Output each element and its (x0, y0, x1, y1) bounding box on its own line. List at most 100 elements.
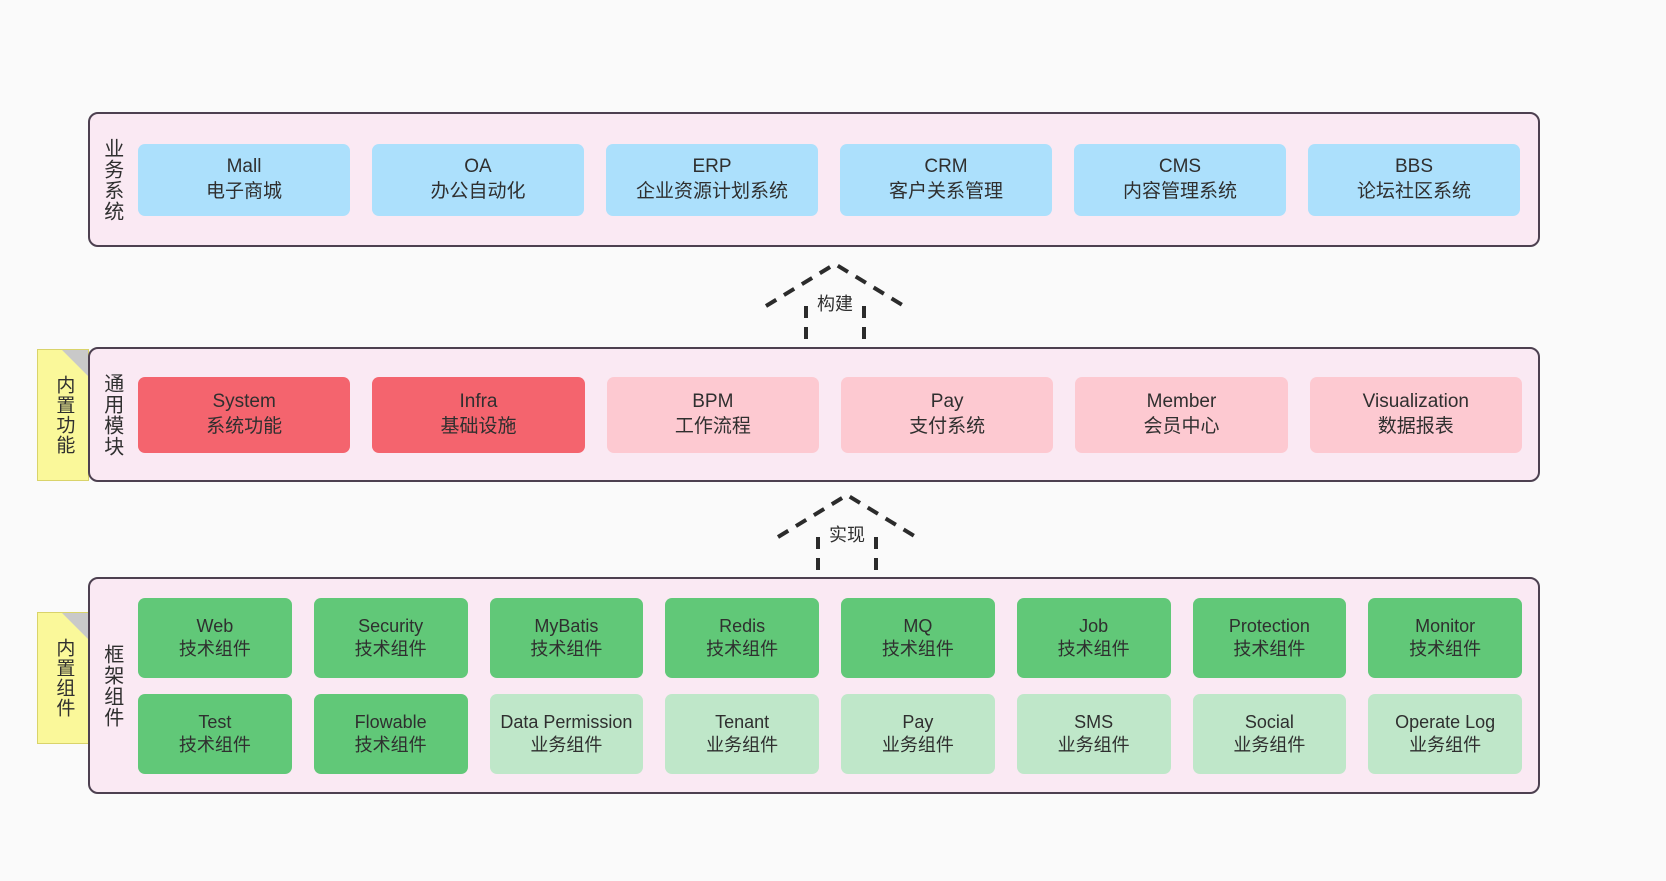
node-subtitle: 数据报表 (1377, 415, 1454, 437)
node-subtitle: 论坛社区系统 (1356, 180, 1471, 202)
generalization-arrowhead (764, 261, 906, 308)
node-title: BBS (1394, 156, 1434, 178)
connector-build: 构建 (760, 258, 910, 356)
node-subtitle: 支付系统 (909, 415, 986, 437)
node-visualization[interactable]: Visualization 数据报表 (1309, 376, 1522, 453)
node-subtitle: 基础设施 (440, 415, 517, 437)
node-test[interactable]: Test 技术组件 (138, 693, 292, 774)
node-subtitle: 业务组件 (1233, 734, 1306, 755)
node-member[interactable]: Member 会员中心 (1075, 376, 1288, 453)
node-title: System (212, 391, 276, 413)
node-mall[interactable]: Mall 电子商城 (138, 143, 350, 216)
node-subtitle: 业务组件 (881, 734, 954, 755)
node-data-permission[interactable]: Data Permission 业务组件 (489, 693, 644, 774)
node-protection[interactable]: Protection 技术组件 (1192, 597, 1347, 678)
node-subtitle: 技术组件 (1233, 638, 1306, 659)
node-erp[interactable]: ERP 企业资源计划系统 (606, 143, 818, 216)
node-title: Tenant (715, 711, 770, 732)
node-subtitle: 技术组件 (1409, 638, 1482, 659)
node-pay-component[interactable]: Pay 业务组件 (841, 693, 995, 774)
node-subtitle: 技术组件 (881, 638, 954, 659)
node-crm[interactable]: CRM 客户关系管理 (840, 143, 1052, 216)
layer-row: Mall 电子商城 OA 办公自动化 ERP 企业资源计划系统 CRM 客户关系… (138, 143, 1520, 216)
note-fold-corner-icon (62, 350, 88, 376)
layer-row: System 系统功能 Infra 基础设施 BPM 工作流程 Pay 支付系统… (138, 376, 1522, 453)
node-subtitle: 办公自动化 (430, 180, 526, 202)
layer-body-framework-component: Web 技术组件 Security 技术组件 MyBatis 技术组件 Redi… (132, 579, 1538, 792)
node-title: Social (1244, 711, 1294, 732)
layer-title-business-system: 业务系统 (100, 137, 123, 222)
node-title: Operate Log (1395, 711, 1496, 732)
node-subtitle: 技术组件 (354, 638, 427, 659)
node-subtitle: 系统功能 (206, 415, 283, 437)
layer-row: Test 技术组件 Flowable 技术组件 Data Permission … (138, 693, 1522, 774)
node-title: Data Permission (500, 711, 633, 732)
node-title: Member (1146, 391, 1217, 413)
node-subtitle: 业务组件 (1057, 734, 1130, 755)
node-title: SMS (1074, 711, 1114, 732)
node-subtitle: 会员中心 (1143, 415, 1220, 437)
node-redis[interactable]: Redis 技术组件 (665, 597, 819, 678)
note-label: 内置功能 (53, 375, 75, 455)
layer-body-business-system: Mall 电子商城 OA 办公自动化 ERP 企业资源计划系统 CRM 客户关系… (132, 114, 1538, 245)
node-security[interactable]: Security 技术组件 (313, 597, 468, 678)
connector-label-implement: 实现 (829, 525, 865, 545)
node-title: Pay (902, 711, 934, 732)
node-tenant[interactable]: Tenant 业务组件 (665, 693, 819, 774)
node-sms[interactable]: SMS 业务组件 (1016, 693, 1171, 774)
node-infra[interactable]: Infra 基础设施 (372, 376, 585, 453)
node-mq[interactable]: MQ 技术组件 (841, 597, 995, 678)
node-web[interactable]: Web 技术组件 (138, 597, 292, 678)
node-oa[interactable]: OA 办公自动化 (372, 143, 584, 216)
node-title: Visualization (1362, 391, 1469, 413)
node-pay[interactable]: Pay 支付系统 (840, 376, 1054, 453)
node-operate-log[interactable]: Operate Log 业务组件 (1368, 693, 1522, 774)
node-mybatis[interactable]: MyBatis 技术组件 (489, 597, 644, 678)
node-cms[interactable]: CMS 内容管理系统 (1074, 143, 1286, 216)
connector-implement: 实现 (772, 489, 922, 587)
node-subtitle: 内容管理系统 (1122, 180, 1237, 202)
node-subtitle: 技术组件 (178, 734, 251, 755)
layer-body-common-module: System 系统功能 Infra 基础设施 BPM 工作流程 Pay 支付系统… (132, 349, 1538, 480)
node-subtitle: 技术组件 (530, 638, 603, 659)
node-subtitle: 技术组件 (178, 638, 251, 659)
note-builtin-function: 内置功能 (37, 349, 89, 481)
node-title: Web (196, 615, 234, 636)
node-title: Protection (1228, 615, 1310, 636)
node-bbs[interactable]: BBS 论坛社区系统 (1308, 143, 1520, 216)
note-builtin-component: 内置组件 (37, 612, 89, 744)
node-title: MQ (903, 615, 933, 636)
node-title: ERP (692, 156, 732, 178)
node-subtitle: 客户关系管理 (888, 180, 1003, 202)
layer-framework-component: 框架组件 Web 技术组件 Security 技术组件 MyBatis 技术组件… (88, 577, 1540, 794)
node-subtitle: 技术组件 (354, 734, 427, 755)
layer-common-module: 通用模块 System 系统功能 Infra 基础设施 BPM 工作流程 Pay… (88, 347, 1540, 482)
node-social[interactable]: Social 业务组件 (1192, 693, 1347, 774)
node-subtitle: 工作流程 (674, 415, 751, 437)
node-title: Mall (226, 156, 262, 178)
node-system[interactable]: System 系统功能 (138, 376, 351, 453)
layer-business-system: 业务系统 Mall 电子商城 OA 办公自动化 ERP 企业资源计划系统 CRM… (88, 112, 1540, 247)
node-title: Infra (459, 391, 498, 413)
node-title: OA (464, 156, 492, 178)
generalization-arrowhead (776, 492, 918, 539)
node-title: Job (1079, 615, 1109, 636)
note-label: 内置组件 (53, 638, 75, 718)
node-title: Flowable (354, 711, 427, 732)
node-subtitle: 业务组件 (706, 734, 779, 755)
note-fold-corner-icon (62, 613, 88, 639)
node-subtitle: 企业资源计划系统 (635, 180, 788, 202)
node-monitor[interactable]: Monitor 技术组件 (1368, 597, 1522, 678)
layer-row: Web 技术组件 Security 技术组件 MyBatis 技术组件 Redi… (138, 597, 1522, 678)
node-title: Redis (719, 615, 766, 636)
node-flowable[interactable]: Flowable 技术组件 (313, 693, 468, 774)
node-job[interactable]: Job 技术组件 (1016, 597, 1171, 678)
node-subtitle: 业务组件 (530, 734, 603, 755)
node-title: BPM (692, 391, 734, 413)
layer-title-common-module: 通用模块 (100, 372, 123, 457)
node-subtitle: 技术组件 (1057, 638, 1130, 659)
node-title: Security (358, 615, 424, 636)
node-title: Pay (930, 391, 964, 413)
node-bpm[interactable]: BPM 工作流程 (606, 376, 819, 453)
